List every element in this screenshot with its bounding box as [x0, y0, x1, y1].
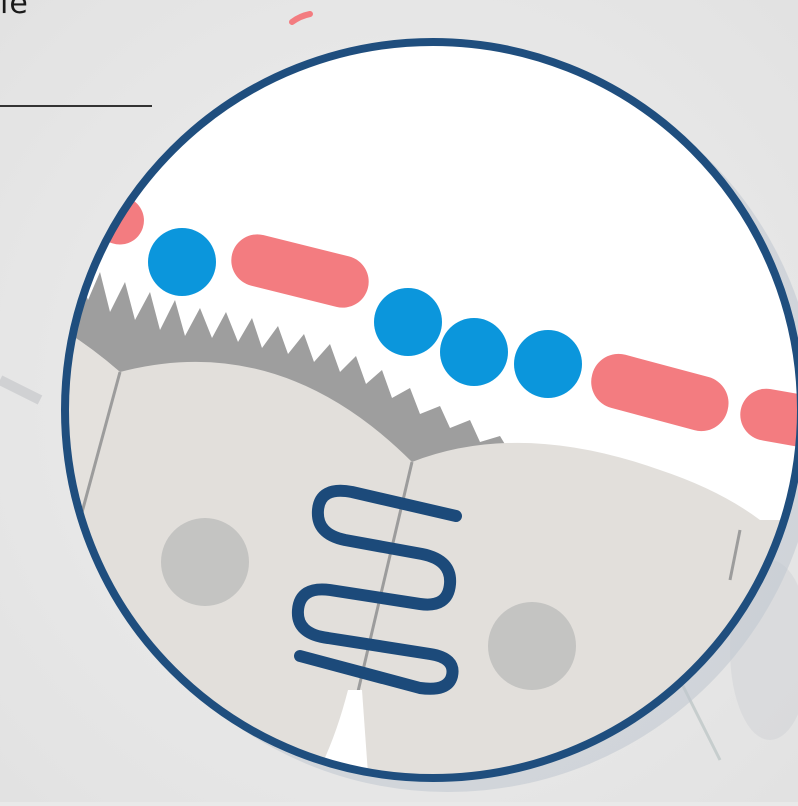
blue-round-particle — [440, 318, 508, 386]
nucleus-right — [488, 602, 576, 690]
blue-round-particle — [374, 288, 442, 356]
cropped-label: le — [0, 0, 29, 21]
blue-round-particle — [514, 330, 582, 398]
nucleus-left — [161, 518, 249, 606]
blue-round-particle — [148, 228, 216, 296]
